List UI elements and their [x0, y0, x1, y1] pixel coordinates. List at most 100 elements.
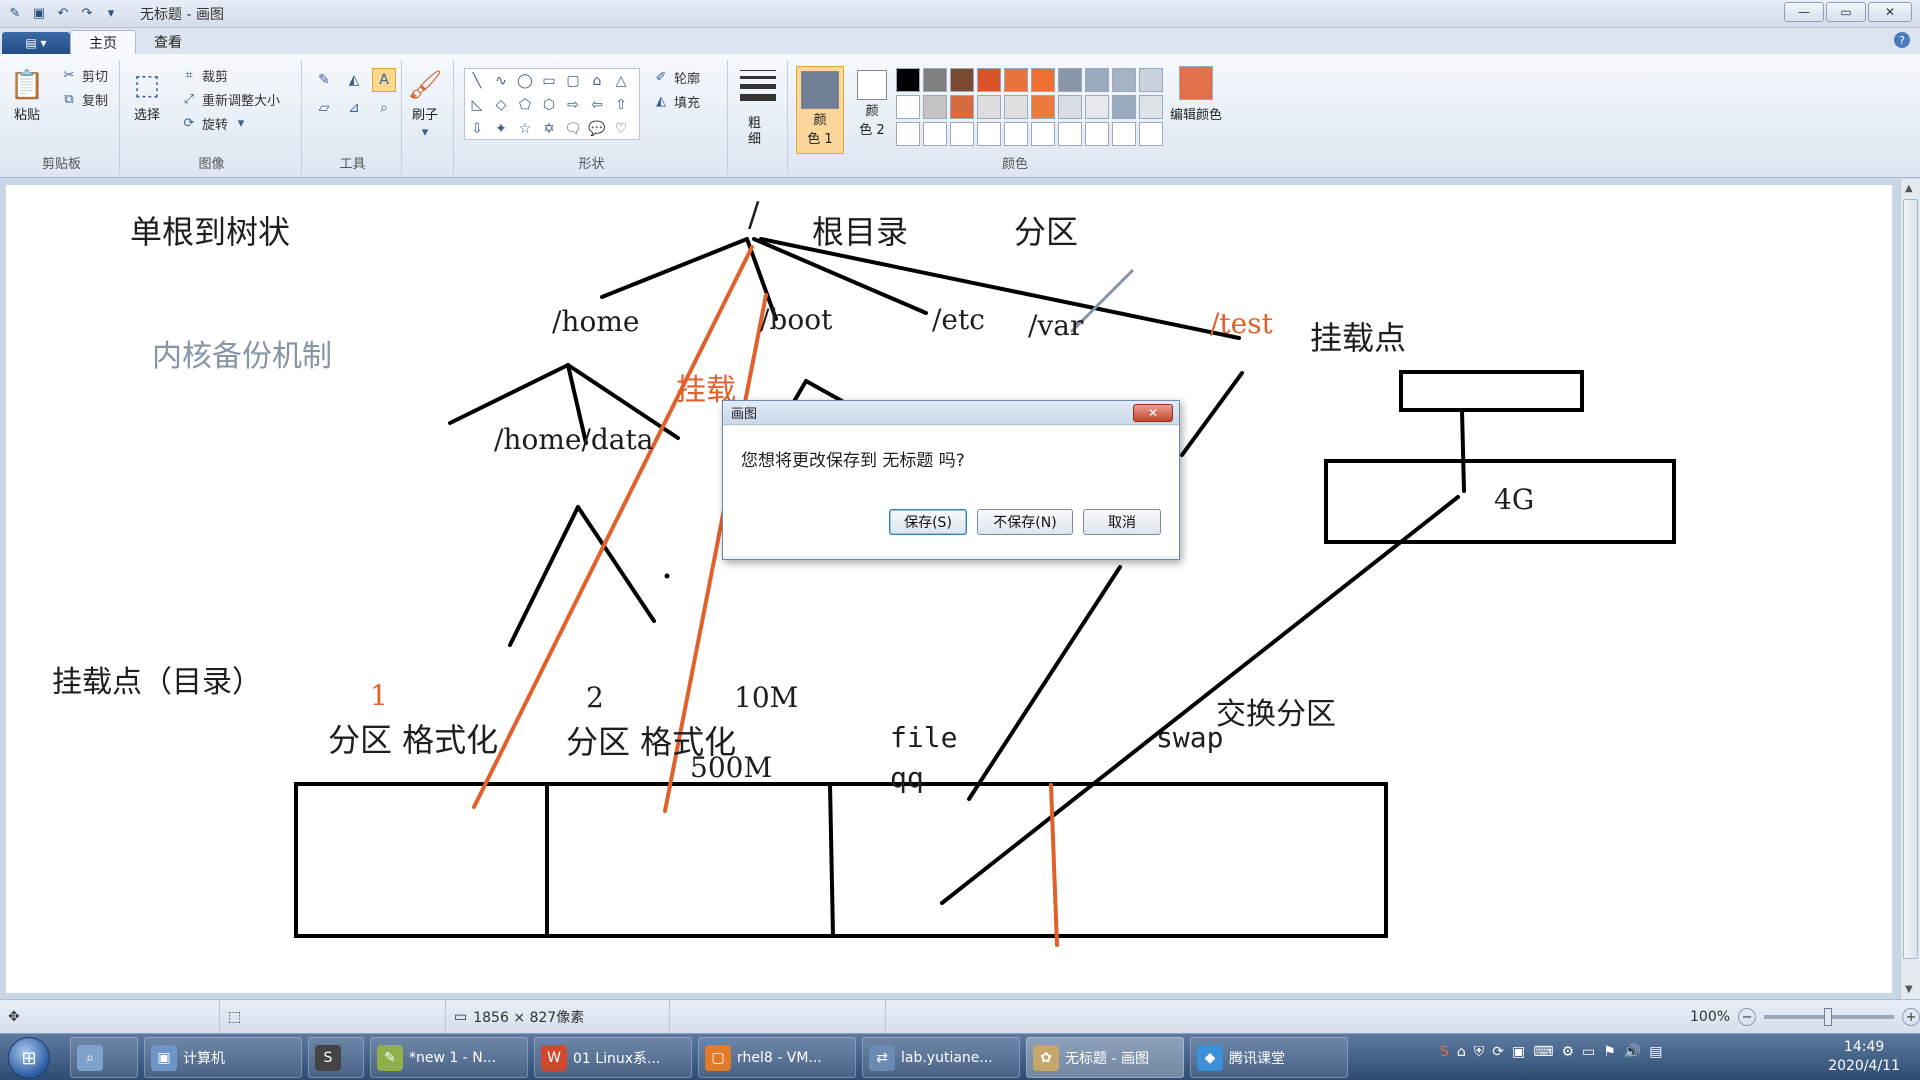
gear-tray-icon[interactable]: ⚙ — [1561, 1044, 1575, 1060]
sogou-tray-icon[interactable]: S — [1440, 1044, 1449, 1060]
zoom-slider[interactable] — [1764, 1008, 1895, 1026]
palette-custom-1[interactable] — [896, 122, 920, 146]
callout-oval-icon[interactable]: 💬 — [588, 121, 606, 137]
palette-color-1-10[interactable] — [1139, 68, 1163, 92]
start-button[interactable]: ⊞ — [8, 1037, 50, 1079]
fill-bucket-icon[interactable]: ◭ — [348, 72, 360, 88]
size-group[interactable]: 粗 细 — [730, 60, 788, 174]
save-icon[interactable]: ▣ — [32, 6, 46, 21]
color2-button[interactable]: 颜 色 2 — [848, 66, 896, 154]
palette-custom-5[interactable] — [1004, 122, 1028, 146]
palette-custom-4[interactable] — [977, 122, 1001, 146]
zoom-slider-thumb[interactable] — [1824, 1008, 1833, 1026]
magnifier-icon[interactable]: ⌕ — [380, 100, 388, 116]
cut-button[interactable]: ✂ 剪切 — [60, 66, 108, 85]
pentagon-shape-icon[interactable]: ⬠ — [518, 97, 532, 113]
rounded-rect-shape-icon[interactable]: ▢ — [566, 73, 580, 89]
drawing-canvas[interactable]: 单根到树状 / 根目录 分区 /home /boot /etc /var /te… — [6, 185, 1892, 993]
palette-color-2-7[interactable] — [1058, 95, 1082, 119]
palette-custom-10[interactable] — [1139, 122, 1163, 146]
oval-shape-icon[interactable]: ◯ — [517, 73, 533, 89]
triangle-shape-icon[interactable]: △ — [615, 73, 627, 89]
paste-button[interactable]: 📋 粘贴 — [10, 64, 45, 124]
volume-tray-icon[interactable]: 🔊 — [1623, 1044, 1642, 1060]
color1-button[interactable]: 颜 色 1 — [796, 66, 844, 154]
tab-home[interactable]: 主页 — [70, 30, 136, 54]
edit-colors-button[interactable]: 编辑颜色 — [1170, 66, 1222, 123]
palette-color-2-8[interactable] — [1085, 95, 1109, 119]
palette-color-2-9[interactable] — [1112, 95, 1136, 119]
palette-color-1-6[interactable] — [1031, 68, 1055, 92]
palette-custom-9[interactable] — [1112, 122, 1136, 146]
palette-color-1-5[interactable] — [1004, 68, 1028, 92]
rotate-button[interactable]: ⟳ 旋转 ▾ — [180, 114, 250, 133]
remote-tray-icon[interactable]: ▣ — [1512, 1044, 1526, 1060]
up-arrow-shape-icon[interactable]: ⇧ — [615, 97, 627, 113]
right-arrow-shape-icon[interactable]: ⇨ — [567, 97, 579, 113]
down-arrow-shape-icon[interactable]: ⇩ — [471, 121, 483, 137]
palette-custom-7[interactable] — [1058, 122, 1082, 146]
palette-custom-8[interactable] — [1085, 122, 1109, 146]
resize-button[interactable]: ⤢ 重新调整大小 — [180, 90, 280, 109]
text-tool-icon[interactable]: A — [372, 68, 396, 92]
polygon-shape-icon[interactable]: ⌂ — [592, 73, 602, 89]
palette-custom-3[interactable] — [950, 122, 974, 146]
taskbar-item-8[interactable]: ◆腾讯课堂 — [1190, 1037, 1348, 1078]
taskbar-item-6[interactable]: ⇄lab.yutiane... — [862, 1037, 1020, 1078]
paint-app-icon[interactable]: ✎ — [9, 6, 21, 21]
scroll-up-icon[interactable]: ▲ — [1905, 183, 1913, 194]
flag-tray-icon[interactable]: ⚑ — [1603, 1044, 1616, 1060]
color-picker-icon[interactable]: ⊿ — [348, 100, 360, 116]
quick-access-dropdown-icon[interactable]: ▾ — [107, 6, 115, 21]
taskbar-item-1[interactable]: ▣计算机 — [144, 1037, 302, 1078]
right-triangle-shape-icon[interactable]: ◺ — [471, 97, 483, 113]
display-tray-icon[interactable]: ▭ — [1582, 1044, 1596, 1060]
monitor-tray-icon[interactable]: ▤ — [1649, 1044, 1663, 1060]
curve-shape-icon[interactable]: ∿ — [495, 73, 507, 89]
scroll-down-icon[interactable]: ▼ — [1905, 984, 1913, 995]
pencil-icon[interactable]: ✎ — [318, 72, 330, 88]
redo-icon[interactable]: ↷ — [81, 6, 93, 21]
palette-color-2-6[interactable] — [1031, 95, 1055, 119]
dialog-close-button[interactable]: ✕ — [1133, 404, 1173, 422]
palette-color-2-1[interactable] — [896, 95, 920, 119]
close-window-button[interactable]: ✕ — [1868, 2, 1912, 22]
palette-custom-2[interactable] — [923, 122, 947, 146]
palette-custom-6[interactable] — [1031, 122, 1055, 146]
taskbar-item-3[interactable]: ✎*new 1 - N... — [370, 1037, 528, 1078]
heart-shape-icon[interactable]: ♡ — [614, 121, 628, 137]
scrollbar-thumb[interactable] — [1903, 199, 1918, 959]
six-point-star-icon[interactable]: ✡ — [543, 121, 555, 137]
palette-color-1-4[interactable] — [977, 68, 1001, 92]
clock[interactable]: 14:49 2020/4/11 — [1828, 1038, 1900, 1076]
taskbar-item-7[interactable]: ✿无标题 - 画图 — [1026, 1037, 1184, 1078]
dont-save-button[interactable]: 不保存(N) — [977, 509, 1073, 535]
palette-color-2-2[interactable] — [923, 95, 947, 119]
keyboard-tray-icon[interactable]: ⌨ — [1533, 1044, 1554, 1060]
taskbar-item-5[interactable]: ▢rhel8 - VM... — [698, 1037, 856, 1078]
palette-color-1-9[interactable] — [1112, 68, 1136, 92]
maximize-button[interactable]: ▭ — [1826, 2, 1866, 22]
fill-button[interactable]: ◭ 填充 — [652, 92, 700, 111]
palette-color-1-8[interactable] — [1085, 68, 1109, 92]
help-icon[interactable]: ? — [1894, 32, 1910, 48]
taskbar-item-2[interactable]: S — [308, 1037, 364, 1078]
palette-color-1-1[interactable] — [896, 68, 920, 92]
zoom-out-button[interactable]: − — [1738, 1008, 1757, 1026]
update-tray-icon[interactable]: ⟳ — [1492, 1044, 1505, 1060]
left-arrow-shape-icon[interactable]: ⇦ — [591, 97, 603, 113]
copy-button[interactable]: ⧉ 复制 — [60, 90, 108, 109]
undo-icon[interactable]: ↶ — [57, 6, 69, 21]
crop-button[interactable]: ⌗ 裁剪 — [180, 66, 228, 85]
tab-view[interactable]: 查看 — [154, 35, 182, 51]
palette-color-1-7[interactable] — [1058, 68, 1082, 92]
five-point-star-icon[interactable]: ☆ — [518, 121, 532, 137]
palette-color-2-3[interactable] — [950, 95, 974, 119]
palette-color-2-5[interactable] — [1004, 95, 1028, 119]
save-button[interactable]: 保存(S) — [889, 509, 967, 535]
four-point-star-icon[interactable]: ✦ — [495, 121, 507, 137]
callout-rect-icon[interactable]: 🗨 — [564, 121, 582, 137]
vertical-scrollbar[interactable]: ▲ ▼ — [1900, 179, 1920, 999]
cancel-button[interactable]: 取消 — [1083, 509, 1161, 535]
